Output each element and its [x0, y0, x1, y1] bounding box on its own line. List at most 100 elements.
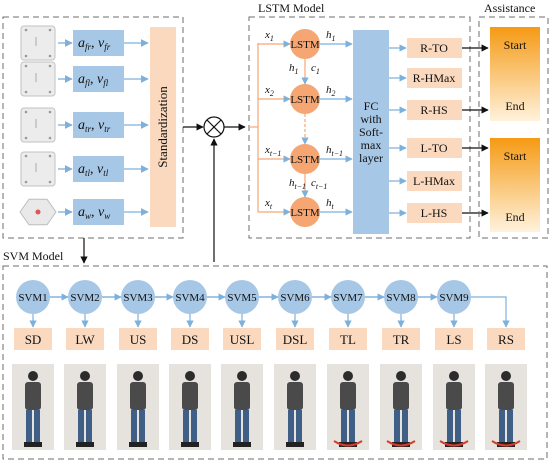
- signal-v-sub: tl: [103, 168, 109, 178]
- sensor-row-tr: atr, vtr: [20, 107, 149, 143]
- person-leg-icon: [455, 410, 461, 444]
- sensor-signal-box: [73, 156, 124, 182]
- sensor-screw-icon: [48, 180, 52, 184]
- signal-sep: ,: [90, 162, 97, 177]
- sensor-screw-icon: [24, 136, 28, 140]
- class-label: LW: [75, 332, 95, 347]
- lstm-hidden-label: ht−1: [326, 144, 343, 158]
- lstm-input-label-sub: 2: [270, 89, 274, 98]
- svm-panel-border: [2, 265, 548, 460]
- person-shoes-icon: [181, 442, 199, 447]
- lstm-cell-label: LSTM: [290, 94, 320, 106]
- svm-node-circle: [68, 280, 102, 314]
- assistance-panel-title: Assistance: [484, 1, 535, 15]
- svm-node-label: SVM3: [123, 292, 153, 304]
- output-label-box: [407, 138, 462, 158]
- class-dsl: DSL: [274, 328, 316, 450]
- sensor-screw-icon: [24, 64, 28, 68]
- class-label: DS: [182, 332, 199, 347]
- sensor-row-fr: afr, vfr: [20, 25, 149, 61]
- lstm-input-label: x2: [264, 84, 274, 98]
- class-ls: LS: [433, 328, 475, 450]
- sensor-screw-icon: [24, 54, 28, 58]
- turn-arrow-icon: [491, 440, 521, 447]
- svm-node-4: SVM4: [155, 280, 207, 328]
- person-shoes-icon: [286, 442, 304, 447]
- signal-a: a: [78, 162, 85, 177]
- class-label: SD: [25, 332, 42, 347]
- assistance-end-label: End: [505, 210, 524, 224]
- sensor-row-w: aw, vw: [19, 198, 149, 226]
- signal-a-sub: w: [85, 211, 91, 221]
- person-leg-icon: [507, 410, 513, 444]
- sensor-screw-icon: [48, 28, 52, 32]
- class-label: TL: [340, 332, 356, 347]
- assistance-gradient-bar: [490, 27, 540, 121]
- sensor-signal-box: [73, 66, 124, 92]
- class-label: LS: [446, 332, 461, 347]
- person-leg-icon: [243, 410, 249, 444]
- output-label: L-HS: [421, 206, 448, 220]
- person-torso-icon: [77, 382, 93, 410]
- signal-v-sub: fr: [104, 42, 111, 52]
- fc-label-line: max: [361, 138, 382, 152]
- svm-node-3: SVM3: [102, 280, 155, 328]
- fc-label-line: FC: [364, 99, 379, 113]
- person-leg-icon: [191, 410, 197, 444]
- sensor-screw-icon: [48, 54, 52, 58]
- person-torso-icon: [498, 382, 514, 410]
- svm-panel-title: SVM Model: [3, 249, 64, 263]
- person-leg-icon: [131, 410, 137, 444]
- sensor-signal-label: atr, vtr: [78, 118, 111, 134]
- lstm-state-h-label: h1: [289, 62, 299, 76]
- fc-softmax-layer: [353, 30, 389, 234]
- person-head-icon: [290, 371, 300, 381]
- class-lw: LW: [64, 328, 106, 450]
- person-leg-icon: [235, 410, 241, 444]
- sensor-screw-icon: [24, 90, 28, 94]
- lstm-state-c-label-base: c: [311, 62, 316, 74]
- turn-arrow-icon: [439, 440, 469, 447]
- signal-v-sub: w: [104, 211, 110, 221]
- person-head-icon: [343, 371, 353, 381]
- lstm-input-label: xt: [264, 197, 273, 211]
- sensor-signal-box: [73, 199, 124, 225]
- lstm-state-c-label: c1: [311, 62, 320, 76]
- svm-node-label: SVM1: [18, 292, 47, 304]
- class-sd: SD: [12, 328, 54, 450]
- lstm-state-c-label-sub: t−1: [316, 182, 328, 191]
- lstm-input-label-base: x: [264, 29, 270, 41]
- lstm-panel: LSTM Model x1LSTMh1x2LSTMh2xt−1LSTMht−1x…: [248, 1, 489, 239]
- lstm-hidden-label: h1: [326, 29, 336, 43]
- lstm-input-label-sub: 1: [270, 34, 274, 43]
- sensor-signal-label: atl, vtl: [78, 162, 109, 178]
- output-label: R-TO: [420, 41, 448, 55]
- person-head-icon: [237, 371, 247, 381]
- signal-sep: ,: [91, 36, 98, 51]
- svm-node-label: SVM5: [227, 292, 257, 304]
- svm-node-label: SVM2: [70, 292, 99, 304]
- turn-arrow-icon: [386, 440, 416, 447]
- lstm-cell-label: LSTM: [290, 39, 320, 51]
- signal-a: a: [78, 72, 85, 87]
- person-head-icon: [449, 371, 459, 381]
- sensor-screw-icon: [24, 154, 28, 158]
- person-head-icon: [28, 371, 38, 381]
- class-ds: DS: [169, 328, 211, 450]
- signal-a-sub: tr: [85, 124, 92, 134]
- class-rs: RS: [485, 328, 527, 450]
- lstm-input-label: xt−1: [264, 144, 281, 158]
- person-leg-icon: [86, 410, 92, 444]
- square-sensor-icon: [20, 107, 56, 143]
- svm-node-circle: [121, 280, 155, 314]
- sensor-signal-label: afl, vfl: [78, 72, 109, 88]
- lstm-output-4: L-HMax: [389, 171, 462, 191]
- person-leg-icon: [296, 410, 302, 444]
- svm-node-6: SVM6: [259, 280, 312, 328]
- person-head-icon: [80, 371, 90, 381]
- person-torso-icon: [25, 382, 41, 410]
- lstm-hidden-label-base: h: [326, 197, 332, 209]
- lstm-cell: [290, 84, 320, 114]
- signal-sep: ,: [90, 72, 97, 87]
